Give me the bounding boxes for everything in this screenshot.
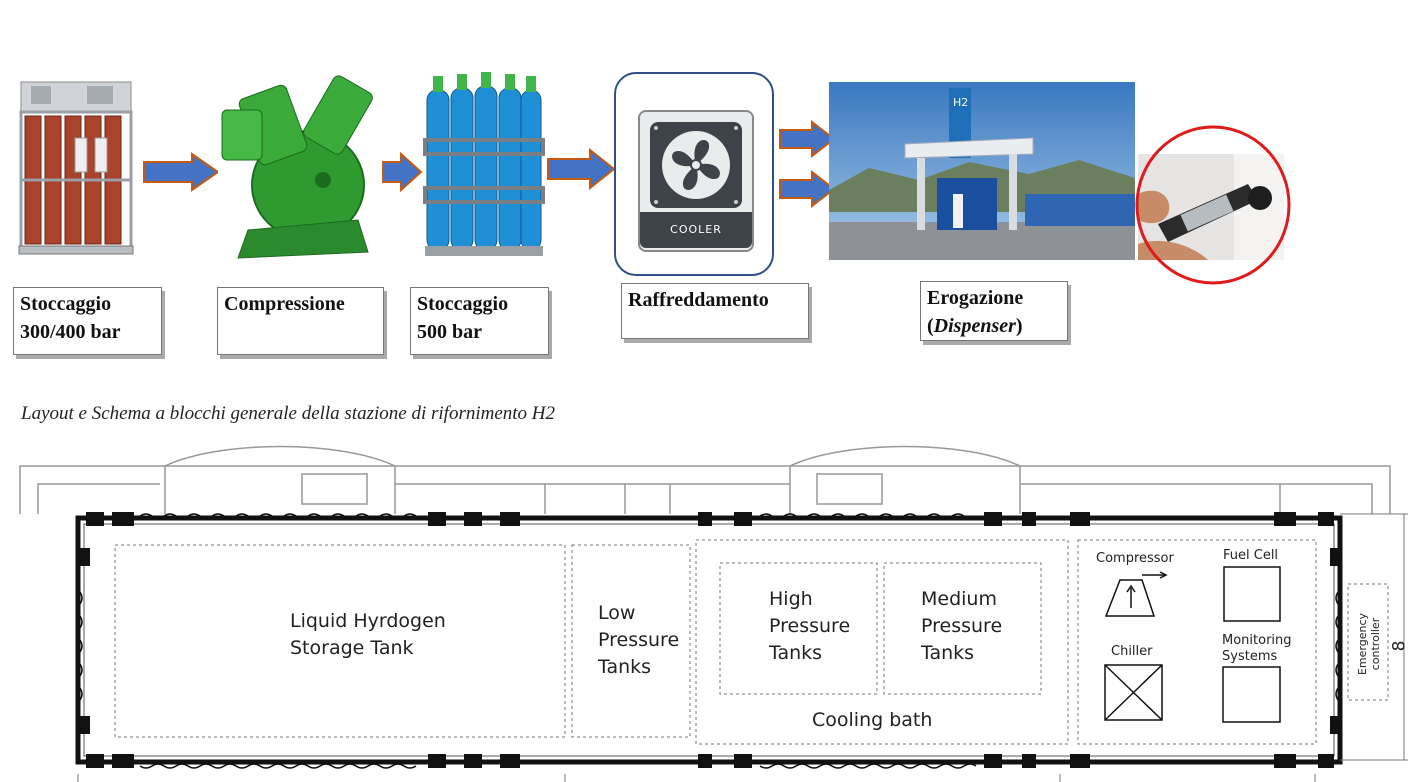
dimension-label: 8 [1389,640,1408,652]
floor-plan [19,445,1408,782]
refueling-station-image: H2 [829,82,1135,260]
cooler-label: COOLER [640,212,752,248]
cooler-box: COOLER [614,72,774,276]
compressor-image [218,70,380,260]
compressor-label: Compressor [1096,551,1174,566]
cooler-device: COOLER [638,110,754,252]
flow-arrow-4 [779,120,836,158]
low-pressure-label: Low Pressure Tanks [598,602,680,678]
cooling-bath-label: Cooling bath [812,709,933,731]
step-label-cooling: Raffreddamento [621,283,809,339]
compressor-symbol [1104,571,1168,617]
chiller-symbol [1104,664,1163,721]
flow-arrow-5 [779,170,836,208]
nozzle-image [1138,154,1284,260]
liquid-tank-label: Liquid Hyrdogen Storage Tank [290,610,446,659]
step-label-dispensing: Erogazione (Dispenser) [920,281,1068,341]
fuel-cell-label: Fuel Cell [1223,548,1279,563]
flow-arrow-2 [382,152,423,192]
medium-pressure-label: Medium Pressure Tanks [921,588,1003,664]
fan-icon [650,122,742,208]
station-sign: H2 [953,96,968,109]
step-label-storage-300: Stoccaggio 300/400 bar [13,287,162,355]
high-pressure-label: High Pressure Tanks [769,588,851,664]
figure-caption: Layout e Schema a blocchi generale della… [21,403,556,424]
cylinder-bundle-image [423,70,545,260]
flow-arrow-3 [547,148,616,190]
step-label-compression: Compressione [217,287,384,355]
flow-arrow-1 [143,152,220,192]
monitoring-symbol [1222,666,1281,723]
monitoring-label: Monitoring Systems [1222,633,1292,664]
step-label-storage-500: Stoccaggio 500 bar [410,287,549,355]
highlight-circle [1135,125,1291,285]
storage-rack-image [17,76,135,260]
emergency-controller-label: Emergency controller [1356,612,1382,676]
fuel-cell-symbol [1223,566,1281,622]
chiller-label: Chiller [1111,644,1153,659]
